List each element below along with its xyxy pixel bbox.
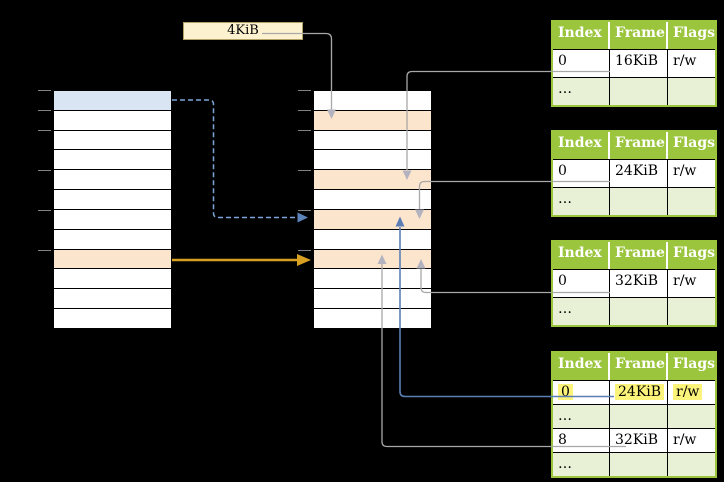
middle-memory-column-row-white bbox=[314, 229, 431, 250]
address-tick bbox=[298, 90, 311, 91]
column-header-flags: Flags bbox=[668, 132, 715, 159]
middle-memory-column-row-orange bbox=[314, 110, 431, 131]
highlighted-value: 24KiB bbox=[615, 384, 665, 400]
table-cell bbox=[668, 297, 715, 325]
middle-memory-column bbox=[298, 90, 432, 330]
middle-memory-column-row-white bbox=[314, 309, 431, 329]
table-cell: 8 bbox=[553, 428, 610, 452]
left-memory-column-row-white bbox=[54, 170, 171, 191]
table-cell: 32KiB bbox=[610, 269, 668, 297]
table-cell: r/w bbox=[668, 159, 715, 187]
address-tick bbox=[38, 90, 51, 91]
column-header-frame: Frame bbox=[610, 22, 668, 49]
address-tick bbox=[38, 210, 51, 211]
middle-memory-column-row-orange bbox=[314, 209, 431, 230]
table-cell bbox=[610, 77, 668, 105]
left-memory-column-row-blue bbox=[54, 91, 171, 111]
address-tick bbox=[298, 210, 311, 211]
column-header-index: Index bbox=[553, 353, 610, 380]
table-cell: r/w bbox=[668, 380, 715, 404]
table-cell bbox=[610, 452, 668, 476]
address-tick bbox=[38, 250, 51, 251]
column-header-flags: Flags bbox=[668, 353, 715, 380]
table-cell: 0 bbox=[553, 49, 610, 77]
middle-memory-column-row-white bbox=[314, 91, 431, 111]
table-cell: 0 bbox=[553, 380, 610, 404]
middle-memory-column-row-white bbox=[314, 289, 431, 310]
column-header-index: Index bbox=[553, 22, 610, 49]
middle-memory-column-row-orange bbox=[314, 170, 431, 191]
column-header-frame: Frame bbox=[610, 132, 668, 159]
table-cell: … bbox=[553, 297, 610, 325]
left-memory-column-row-white bbox=[54, 229, 171, 250]
address-tick bbox=[38, 170, 51, 171]
highlighted-value: r/w bbox=[673, 384, 703, 400]
table-cell: 16KiB bbox=[610, 49, 668, 77]
table-cell bbox=[610, 404, 668, 428]
column-header-flags: Flags bbox=[668, 242, 715, 269]
middle-memory-column-row-white bbox=[314, 130, 431, 151]
left-memory-column-row-white bbox=[54, 309, 171, 329]
table-cell bbox=[610, 187, 668, 215]
address-tick bbox=[298, 130, 311, 131]
left-memory-column-row-white bbox=[54, 190, 171, 210]
table-cell: r/w bbox=[668, 49, 715, 77]
table-cell: … bbox=[553, 187, 610, 215]
left-memory-column bbox=[38, 90, 172, 330]
left-memory-column-row-white bbox=[54, 269, 171, 290]
table-cell: 24KiB bbox=[610, 380, 668, 404]
left-memory-column-row-white bbox=[54, 209, 171, 230]
left-memory-column-row-white bbox=[54, 130, 171, 151]
table-cell: r/w bbox=[668, 428, 715, 452]
middle-memory-column-row-orange bbox=[314, 249, 431, 270]
table-cell bbox=[668, 404, 715, 428]
middle-memory-column-row-white bbox=[314, 190, 431, 210]
left-memory-column-row-orange bbox=[54, 249, 171, 270]
table-cell: … bbox=[553, 77, 610, 105]
address-tick bbox=[38, 130, 51, 131]
table-cell bbox=[668, 77, 715, 105]
left-memory-column-row-white bbox=[54, 289, 171, 310]
table-cell: r/w bbox=[668, 269, 715, 297]
connector-bluepage-dashed bbox=[172, 99, 308, 223]
table-cell: 24KiB bbox=[610, 159, 668, 187]
address-tick bbox=[298, 250, 311, 251]
table-cell: 32KiB bbox=[610, 428, 668, 452]
table-cell bbox=[610, 297, 668, 325]
address-tick bbox=[298, 110, 311, 111]
table-cell: 0 bbox=[553, 269, 610, 297]
middle-memory-column-row-white bbox=[314, 269, 431, 290]
left-memory-column-row-white bbox=[54, 110, 171, 131]
table-cell: … bbox=[553, 404, 610, 428]
arrowhead-right-icon bbox=[297, 254, 311, 266]
column-header-index: Index bbox=[553, 242, 610, 269]
highlighted-value: 0 bbox=[558, 384, 573, 400]
middle-memory-column-row-white bbox=[314, 150, 431, 171]
table-cell: … bbox=[553, 452, 610, 476]
address-tick bbox=[38, 110, 51, 111]
left-memory-column-row-white bbox=[54, 150, 171, 171]
arrowhead-right-icon bbox=[297, 212, 308, 223]
column-header-frame: Frame bbox=[610, 242, 668, 269]
table-cell bbox=[668, 452, 715, 476]
page-size-box: 4KiB bbox=[183, 22, 303, 40]
table-cell bbox=[668, 187, 715, 215]
table-cell: 0 bbox=[553, 159, 610, 187]
column-header-frame: Frame bbox=[610, 353, 668, 380]
connector-orangepage-arrow bbox=[172, 254, 311, 266]
column-header-index: Index bbox=[553, 132, 610, 159]
column-header-flags: Flags bbox=[668, 22, 715, 49]
address-tick bbox=[298, 170, 311, 171]
